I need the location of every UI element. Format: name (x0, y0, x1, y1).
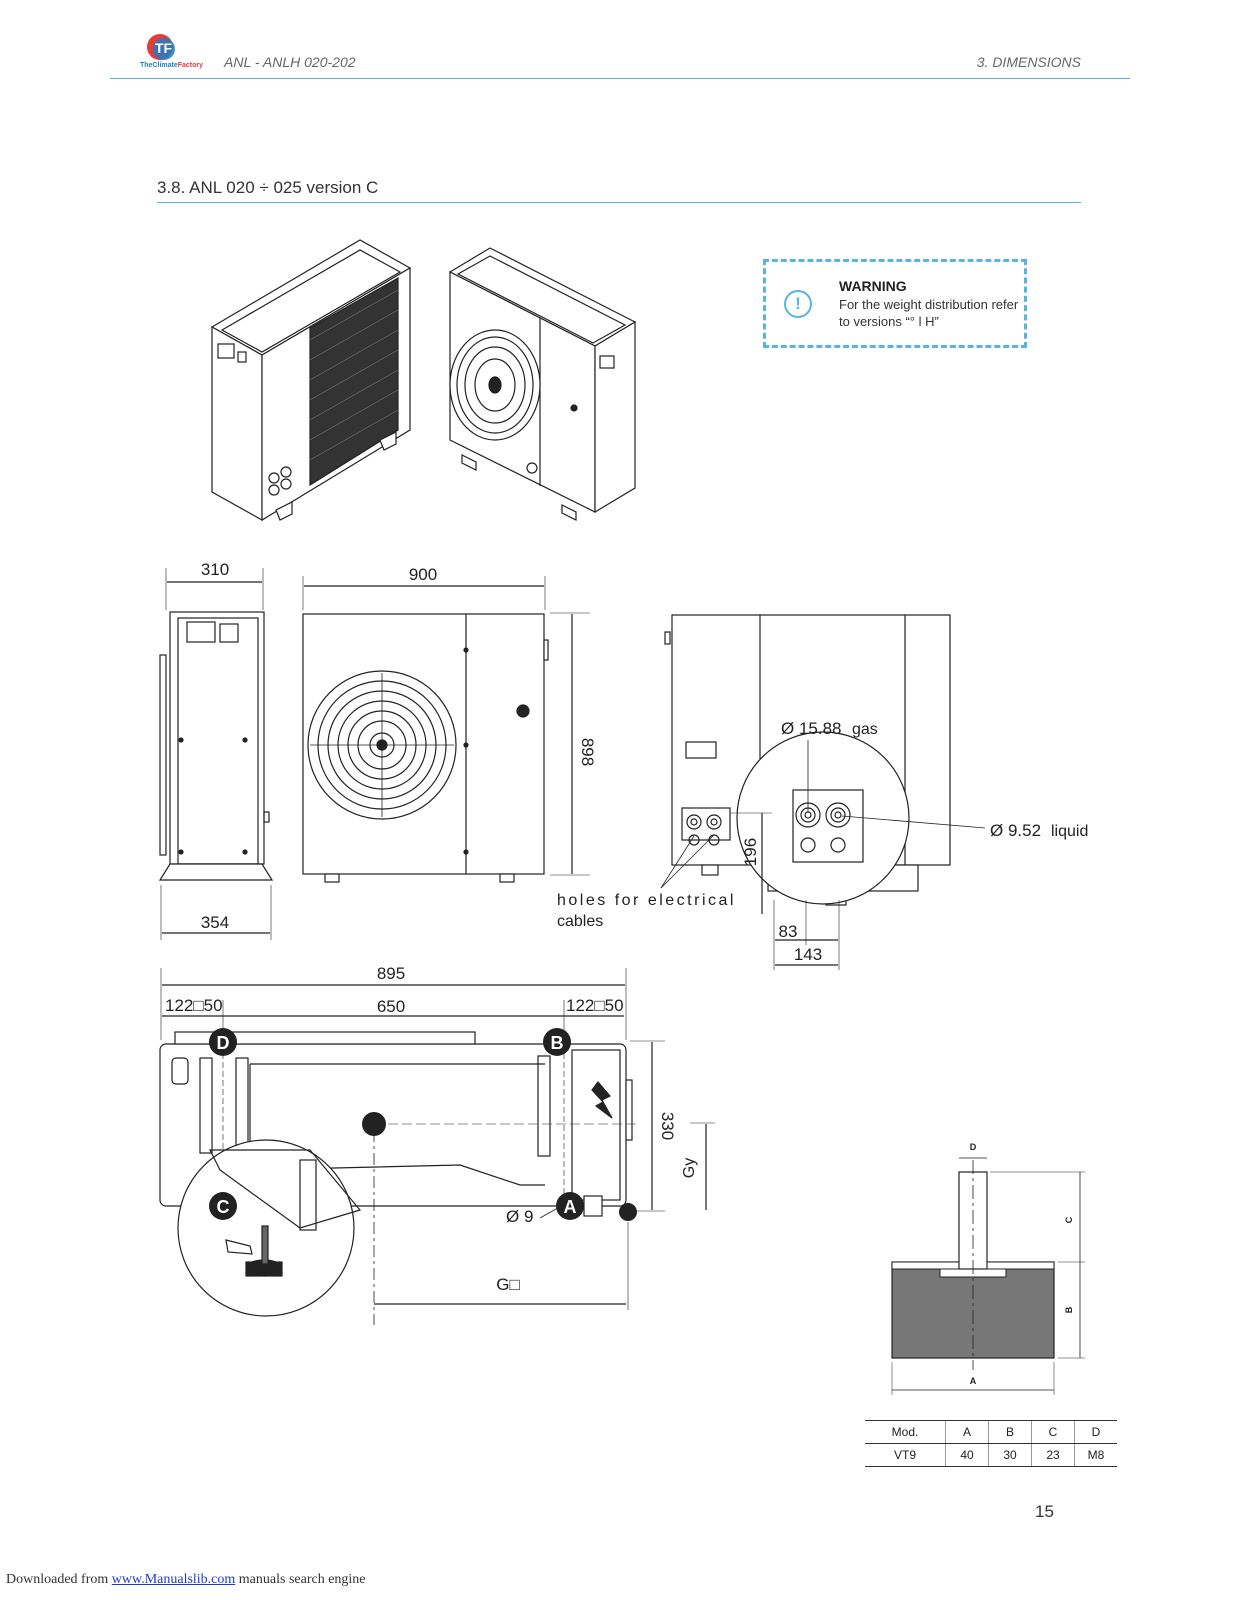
table-header-row: Mod. A B C D (865, 1420, 1117, 1444)
exclamation-icon: ! (784, 290, 812, 318)
dim-354: 354 (201, 913, 229, 932)
warning-text: For the weight distribution refer to ver… (839, 297, 1019, 329)
marker-c-label: C (217, 1197, 230, 1217)
front-view (302, 613, 549, 883)
footer-prefix: Downloaded from (6, 1572, 112, 1587)
phi9-label: Ø 9 (506, 1207, 533, 1226)
mount-label-d: D (970, 1142, 977, 1152)
gx-label: G□ (496, 1275, 520, 1294)
dim-898: 898 (578, 738, 597, 766)
holes-label: holes for electrical (557, 892, 736, 909)
dim-196: 196 (741, 838, 760, 866)
table-header: B (988, 1420, 1032, 1444)
liquid-label: liquid (1051, 823, 1088, 840)
unit-isometric-rear (210, 239, 412, 522)
mount-drawing (891, 1157, 1085, 1395)
origin-marker (619, 1203, 637, 1221)
foot-detail (177, 1139, 362, 1317)
footer-suffix: manuals search engine (235, 1572, 366, 1587)
gas-diameter: Ø 15.88 (781, 719, 842, 738)
liquid-diameter: Ø 9.52 (990, 821, 1041, 840)
table-cell: 40 (945, 1443, 989, 1467)
unit-isometric-front (448, 247, 637, 521)
section-title: 3.8. ANL 020 ÷ 025 version C (157, 178, 379, 197)
table-cell: 30 (988, 1443, 1032, 1467)
mount-label-c: C (1064, 1216, 1074, 1223)
table-header: C (1031, 1420, 1075, 1444)
point-markers: D B A C (209, 1028, 637, 1221)
cables-label: cables (557, 913, 603, 930)
warning-box: ! WARNING For the weight distribution re… (763, 259, 1027, 348)
table-header: A (945, 1420, 989, 1444)
marker-b-label: B (551, 1033, 564, 1053)
table-header: Mod. (865, 1420, 946, 1444)
table-cell: 23 (1031, 1443, 1075, 1467)
marker-b (543, 1028, 571, 1056)
logo-mark-icon: TF (147, 34, 175, 60)
mount-table: Mod. A B C D VT9 40 30 23 M8 (865, 1420, 1117, 1467)
mount-label-b: B (1064, 1306, 1074, 1313)
dim-122-left: 122□50 (165, 996, 223, 1015)
table-cell: M8 (1074, 1443, 1117, 1467)
svg-text:TF: TF (155, 40, 173, 56)
table-cell: VT9 (865, 1443, 946, 1467)
side-view (158, 611, 274, 881)
marker-a (556, 1192, 584, 1220)
gas-label: gas (852, 721, 878, 738)
marker-a-label: A (564, 1197, 577, 1217)
marker-d (209, 1028, 237, 1056)
table-row: VT9 40 30 23 M8 (865, 1443, 1117, 1467)
manualslib-link[interactable]: www.Manualslib.com (111, 1572, 236, 1587)
section-divider (157, 202, 1081, 203)
footer: Downloaded from www.Manualslib.com manua… (6, 1572, 366, 1588)
mount-label-a: A (970, 1376, 977, 1386)
company-logo: TF TheClimateFactory (140, 34, 232, 74)
marker-d-label: D (217, 1033, 230, 1053)
dim-122-right: 122□50 (566, 996, 624, 1015)
document-title: ANL - ANLH 020-202 (224, 54, 356, 70)
dim-330: 330 (658, 1112, 677, 1140)
dim-650: 650 (377, 997, 405, 1016)
chapter-title: 3. DIMENSIONS (976, 54, 1081, 70)
header-divider (110, 78, 1130, 79)
warning-title: WARNING (839, 278, 907, 294)
table-header: D (1074, 1420, 1117, 1444)
dim-900: 900 (409, 565, 437, 584)
page-number: 15 (1035, 1502, 1054, 1521)
dim-83: 83 (779, 922, 798, 941)
rear-view (664, 614, 951, 906)
logo-wordmark: TheClimateFactory (140, 62, 204, 69)
dim-143: 143 (794, 945, 822, 964)
center-of-gravity-marker (362, 1112, 386, 1136)
dim-310: 310 (201, 560, 229, 579)
marker-c (209, 1192, 237, 1220)
gy-label: Gy (681, 1158, 698, 1178)
dim-895: 895 (377, 964, 405, 983)
